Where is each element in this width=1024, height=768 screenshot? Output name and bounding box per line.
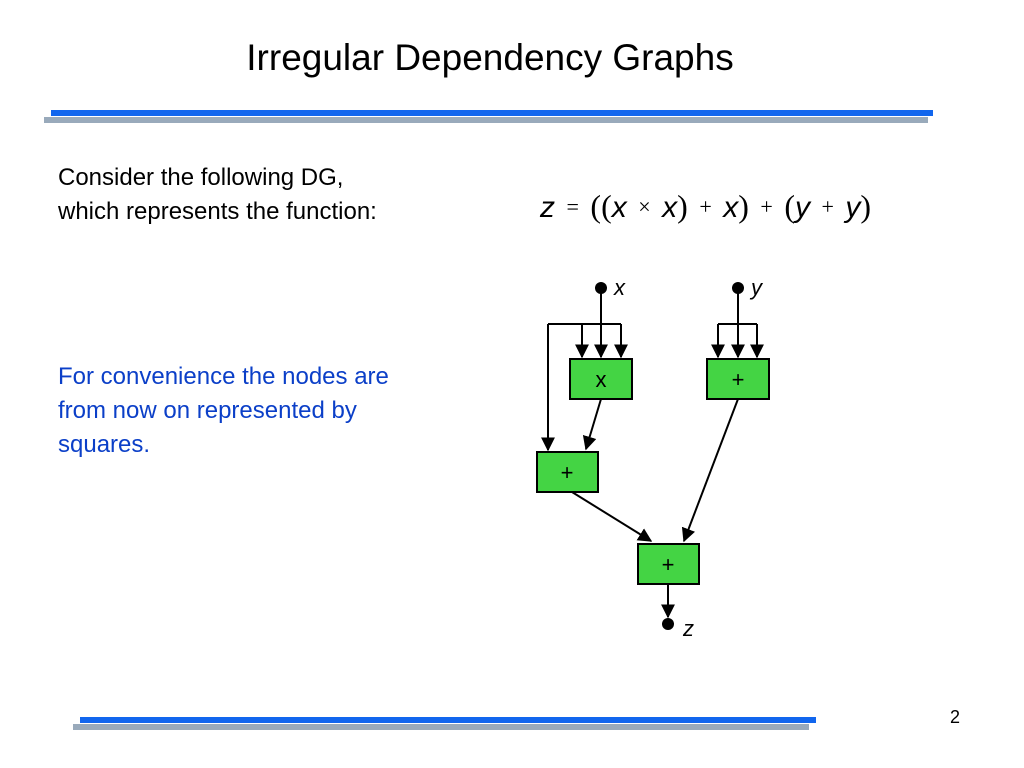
formula-op: + — [699, 194, 712, 219]
footer-rule — [80, 717, 816, 723]
edge-addy-to-final — [681, 398, 739, 543]
note-line: For convenience the nodes are — [58, 363, 389, 390]
intro-text: Consider the following DG, which represe… — [58, 161, 377, 229]
output-z-terminal — [662, 618, 674, 630]
title-rule-shadow — [44, 117, 928, 123]
formula-paren: ) — [860, 188, 872, 224]
node-multiply-label: x — [596, 367, 607, 392]
formula-paren: ) — [677, 188, 688, 224]
formula-var: y — [845, 191, 861, 224]
formula-op: × — [638, 194, 651, 219]
formula-lhs: z — [540, 191, 555, 224]
formula-op: + — [821, 194, 834, 219]
note-text: For convenience the nodes are from now o… — [58, 360, 389, 462]
node-add-x — [536, 451, 599, 493]
intro-line: Consider the following DG, — [58, 164, 344, 191]
slide-title: Irregular Dependency Graphs — [246, 37, 734, 78]
formula-paren: ) — [738, 188, 749, 224]
formula-var: y — [794, 191, 810, 224]
node-add-y — [706, 358, 770, 400]
formula-paren: (( — [590, 188, 612, 224]
input-x-label: x — [613, 275, 626, 300]
node-add-final — [637, 543, 700, 585]
formula-var: x — [611, 191, 627, 224]
formula-op: + — [760, 194, 773, 219]
footer-rule-shadow — [73, 724, 809, 730]
node-add-x-label: + — [561, 460, 574, 485]
title-rule — [51, 110, 933, 116]
output-z-label: z — [682, 616, 694, 641]
note-line: squares. — [58, 431, 151, 458]
formula-var: x — [662, 191, 678, 224]
page-number: 2 — [950, 707, 961, 727]
formula-equals: = — [566, 194, 579, 219]
edge-addx-to-final — [571, 491, 653, 542]
input-y-label: y — [749, 275, 764, 300]
formula-paren: ( — [784, 188, 795, 224]
intro-line: which represents the function: — [58, 198, 377, 225]
edge-mult-to-add — [582, 398, 602, 451]
function-formula: z = ((x × x) + x) + (y + y) — [540, 186, 871, 228]
formula-var: x — [723, 191, 739, 224]
node-multiply — [569, 358, 633, 400]
note-line: from now on represented by — [58, 397, 357, 424]
node-add-final-label: + — [662, 552, 675, 577]
node-add-y-label: + — [732, 367, 745, 392]
